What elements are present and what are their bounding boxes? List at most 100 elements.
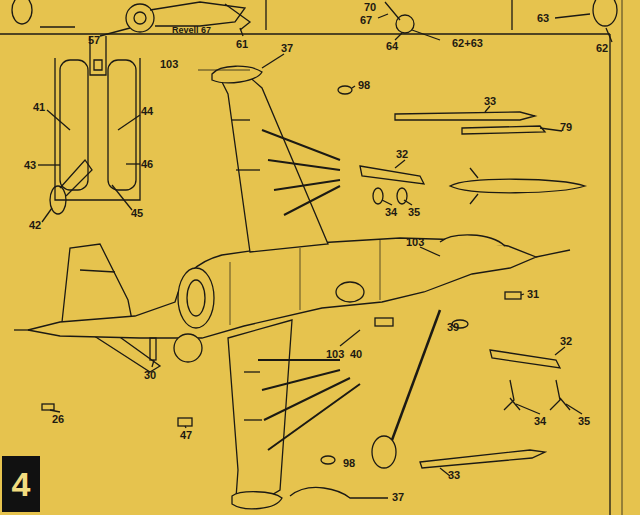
callout-number: 103: [406, 236, 424, 248]
leader-line: [420, 247, 440, 256]
callout-number: 33: [484, 95, 496, 107]
leader-line: [262, 54, 284, 68]
wing-outrigger: [232, 492, 282, 509]
leader-line: [185, 426, 186, 428]
panel-line: [236, 169, 260, 170]
leader-line: [566, 404, 582, 414]
gear-strut: [385, 2, 400, 20]
gear-door: [375, 318, 393, 326]
callout-number: 57: [88, 34, 100, 46]
part: [550, 380, 570, 410]
wheel: [336, 282, 364, 302]
callout-number: 37: [281, 42, 293, 54]
panel-line: [244, 371, 260, 372]
wheel: [593, 0, 617, 26]
callout-number: 26: [52, 413, 64, 425]
leader-line: [240, 28, 243, 36]
panel-line: [232, 119, 250, 120]
pitot: [536, 250, 570, 257]
leader-line: [521, 294, 524, 295]
leader-line: [395, 33, 402, 40]
frame-line: [511, 0, 512, 30]
panel-line: [230, 240, 380, 325]
wing-outrigger: [212, 66, 262, 83]
leader-line: [42, 208, 52, 222]
leader-line: [395, 160, 405, 168]
canopy: [440, 235, 505, 246]
gear-door: [225, 4, 250, 30]
callout-number: 37: [392, 491, 404, 503]
callout-number: 42: [29, 219, 41, 231]
leader-line: [378, 14, 388, 18]
callout-number: 103: [326, 348, 344, 360]
leader-line: [112, 185, 132, 210]
leader-line: [352, 86, 355, 88]
callout-number: 40: [350, 348, 362, 360]
missile: [420, 450, 545, 468]
part: [504, 380, 520, 410]
part: [42, 404, 54, 410]
wheel: [50, 186, 66, 214]
callout-number: 70: [364, 1, 376, 13]
panel-line: [80, 270, 115, 272]
leader-line: [555, 14, 590, 18]
bomb: [450, 179, 585, 193]
intake: [178, 268, 214, 328]
leader-line: [38, 164, 60, 165]
bay-tank: [108, 60, 136, 190]
part: [373, 188, 383, 204]
callout-number: 41: [33, 101, 45, 113]
leader-line: [606, 28, 612, 42]
callout-number: 62+63: [452, 37, 483, 49]
callout-number: Revell 67: [172, 24, 211, 36]
leader-line: [412, 30, 440, 40]
callout-number: 98: [343, 457, 355, 469]
attachment-line: [262, 130, 340, 215]
part: [178, 418, 192, 426]
fuselage: [28, 238, 536, 338]
frame-line: [265, 0, 266, 30]
wheel: [372, 436, 396, 468]
leader-line: [382, 200, 392, 205]
pylon: [490, 350, 560, 368]
attachment-line: [258, 360, 360, 450]
pylon: [462, 126, 545, 134]
callout-number: 31: [527, 288, 539, 300]
callout-number: 63: [537, 12, 549, 24]
part: [150, 338, 156, 360]
ground-line: [40, 26, 75, 27]
callout-number: 47: [180, 429, 192, 441]
gear-strut: [150, 2, 245, 26]
callout-number: 46: [141, 158, 153, 170]
pylon: [360, 166, 424, 184]
gear-leg: [392, 310, 440, 440]
tail-fin: [62, 244, 132, 322]
wing: [220, 74, 328, 252]
intake-lip: [187, 280, 205, 316]
wheel: [396, 15, 414, 33]
step-number: 4: [12, 465, 31, 504]
leader-line: [47, 110, 70, 130]
leader-line: [404, 200, 412, 205]
panel-line: [244, 419, 262, 420]
leader-line: [126, 163, 140, 164]
leader-line: [118, 115, 140, 130]
nozzle: [174, 334, 202, 362]
callout-number: 64: [386, 40, 398, 52]
leader-line: [152, 360, 154, 367]
bomb-fin: [470, 168, 478, 204]
frame-line: [622, 0, 623, 515]
callout-number: 34: [534, 415, 546, 427]
callout-number: 45: [131, 207, 143, 219]
callout-number: 79: [560, 121, 572, 133]
callout-number: 61: [236, 38, 248, 50]
tail-probe: [14, 329, 30, 330]
missile: [395, 112, 535, 120]
callout-number: 33: [448, 469, 460, 481]
frame-line: [609, 34, 610, 515]
leader-line: [516, 404, 540, 414]
callout-number: 30: [144, 369, 156, 381]
wheel: [12, 0, 32, 24]
callout-number: 35: [408, 206, 420, 218]
